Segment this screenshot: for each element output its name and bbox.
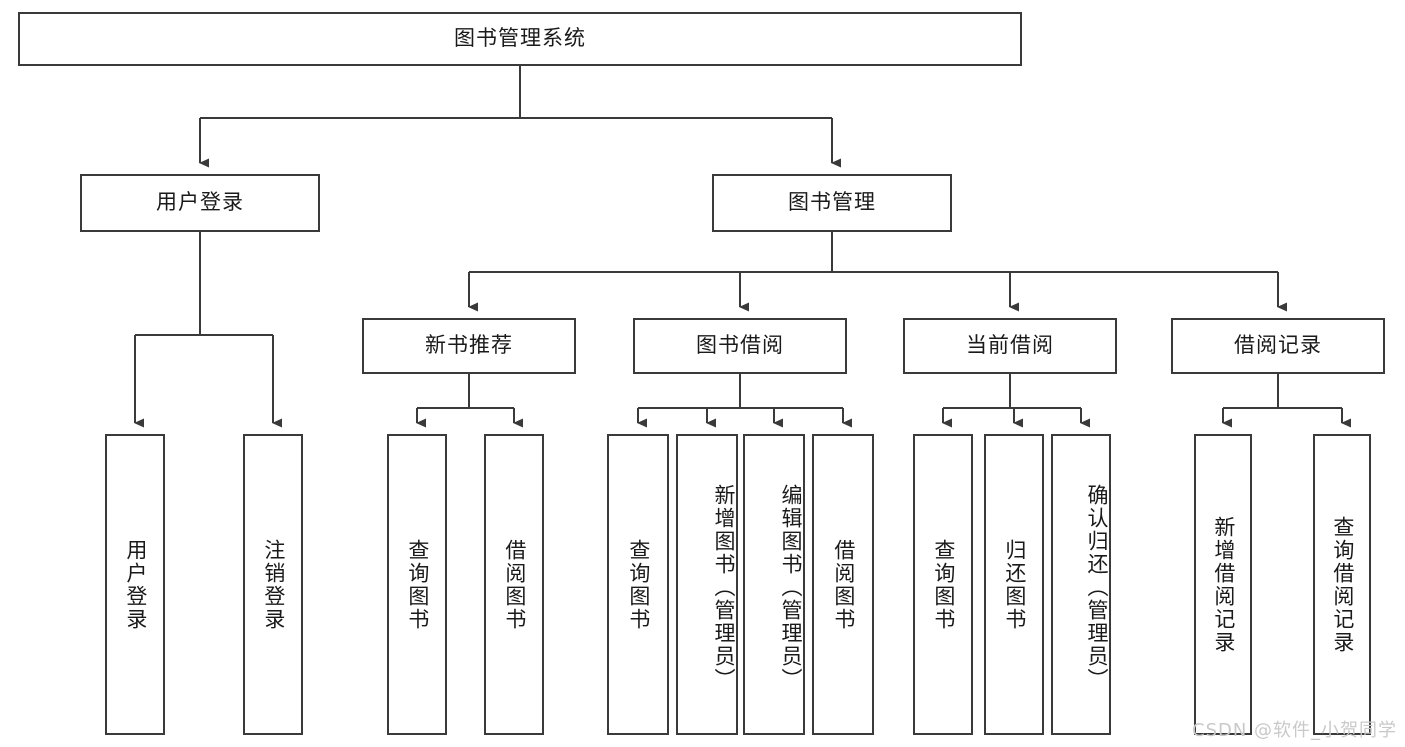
node-root[interactable]: 图书管理系统	[18, 12, 1022, 66]
node-book-borrow[interactable]: 图书借阅	[633, 318, 847, 374]
leaf-query-borrow-record[interactable]: 查询借阅记录	[1313, 434, 1371, 735]
edge-bookmgmt-to-level3	[468, 232, 1287, 312]
leaf-confirm-return-admin[interactable]: 确认归还（管理员）	[1051, 434, 1111, 735]
leaf-query-book-borrow[interactable]: 查询图书	[607, 434, 669, 735]
edge-root-to-level2	[199, 66, 841, 168]
edge-current-to-leaves	[942, 374, 1090, 428]
leaf-user-login[interactable]: 用户登录	[105, 434, 165, 735]
leaf-borrow-book[interactable]: 借阅图书	[812, 434, 874, 735]
leaf-return-book[interactable]: 归还图书	[984, 434, 1044, 735]
node-borrow-record[interactable]: 借阅记录	[1171, 318, 1385, 374]
leaf-add-borrow-record[interactable]: 新增借阅记录	[1194, 434, 1252, 735]
leaf-borrow-book-recommend[interactable]: 借阅图书	[484, 434, 544, 735]
node-current-borrow[interactable]: 当前借阅	[903, 318, 1117, 374]
edge-record-to-leaves	[1222, 374, 1351, 428]
edge-userlogin-to-leaves	[134, 232, 282, 428]
edge-borrow-to-leaves	[637, 374, 852, 428]
csdn-watermark: CSDN @软件_小贺同学	[1192, 720, 1398, 741]
node-user-login[interactable]: 用户登录	[80, 174, 320, 232]
leaf-add-book-admin[interactable]: 新增图书（管理员）	[676, 434, 738, 735]
leaf-logout[interactable]: 注销登录	[243, 434, 303, 735]
edge-newbook-to-leaves	[416, 374, 523, 428]
node-new-book-recommend[interactable]: 新书推荐	[362, 318, 576, 374]
node-book-management[interactable]: 图书管理	[712, 174, 952, 232]
leaf-edit-book-admin[interactable]: 编辑图书（管理员）	[743, 434, 805, 735]
leaf-query-book-recommend[interactable]: 查询图书	[387, 434, 447, 735]
leaf-query-book-current[interactable]: 查询图书	[913, 434, 973, 735]
